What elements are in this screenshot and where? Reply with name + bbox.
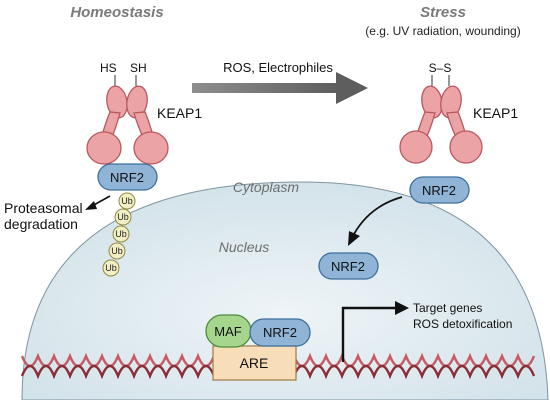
nrf2-bound-label: NRF2: [110, 170, 144, 185]
nrf2-are-bound-label: NRF2: [263, 325, 297, 340]
keap1-dimer-right: [399, 75, 483, 164]
are-label: ARE: [240, 355, 269, 371]
ub-label-5: Ub: [105, 263, 117, 273]
proteasome-label-line1: Proteasomal: [4, 200, 83, 216]
transition-arrow: [192, 72, 368, 104]
maf-label: MAF: [214, 324, 242, 339]
stress-examples: (e.g. UV radiation, wounding): [365, 24, 520, 38]
are-element: [212, 345, 297, 381]
transcription-arrow: [341, 301, 409, 362]
nucleus-label: Nucleus: [219, 239, 270, 255]
target-genes-label: Target genes: [413, 301, 482, 315]
nrf2-nuclear-label: NRF2: [331, 259, 365, 274]
nucleus-body: [21, 181, 549, 400]
cytoplasm-label: Cytoplasm: [233, 179, 299, 195]
nrf2-are-bound: [249, 318, 311, 347]
keap1-label-right: KEAP1: [473, 105, 518, 121]
proteasome-label-line2: degradation: [4, 216, 78, 232]
disulfide-label: S–S: [429, 61, 452, 75]
ubiquitin-chain: [102, 192, 136, 277]
thiol-left: HS: [100, 61, 117, 75]
proteasome-arrow: [85, 195, 111, 210]
translocation-arrow: [348, 196, 403, 246]
heading-stress: Stress: [420, 4, 466, 21]
nrf2-free: [409, 176, 470, 204]
ub-label-2: Ub: [117, 212, 129, 222]
nrf2-free-label: NRF2: [422, 183, 456, 198]
ros-detox-label: ROS detoxification: [413, 317, 512, 331]
keap1-dimer-left: [86, 75, 169, 165]
heading-homeostasis: Homeostasis: [70, 4, 163, 21]
ub-label-4: Ub: [111, 246, 123, 256]
ub-label-1: Ub: [121, 196, 133, 206]
nrf2-bound: [97, 163, 158, 191]
nrf2-nuclear: [318, 252, 379, 280]
keap1-label-left: KEAP1: [157, 105, 202, 121]
dna-helix: [20, 352, 536, 380]
ub-label-3: Ub: [115, 229, 127, 239]
thiol-right: SH: [130, 61, 147, 75]
arrow-label: ROS, Electrophiles: [223, 60, 333, 75]
